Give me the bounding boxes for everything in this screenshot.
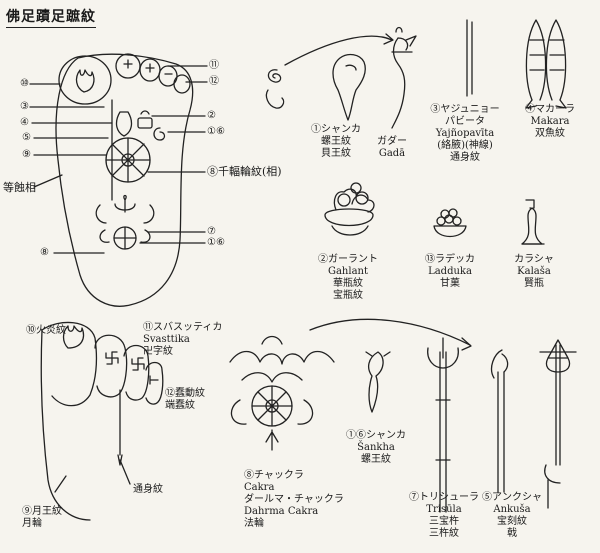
toes-closeup — [40, 321, 164, 521]
marker-9: ⑨ — [22, 149, 31, 160]
label-shankha-1: ①シャンカ 螺王紋 貝王紋 — [311, 124, 361, 159]
label-shankha-2: ①⑥シャンカ Šankha 螺王紋 — [346, 430, 406, 465]
label-trishula: ⑦トリシューラ Trisūla 三宝杵 三杵紋 — [409, 492, 479, 539]
marker-12: ⑫ — [209, 76, 219, 87]
marker-1-6-lower: ①⑥ — [207, 237, 225, 248]
label-ladduka: ⑬ラデッカ Ladduka 甘菓 — [425, 254, 475, 289]
marker-4: ④ — [20, 117, 29, 128]
marker-11: ⑪ — [209, 60, 219, 71]
label-yajnopavita: ③ヤジュニョー パビータ Yajñopavīta (絡腋)(神線) 通身紋 — [430, 104, 500, 163]
marker-7: ⑦ — [207, 226, 216, 237]
label-through-body: 通身紋 — [133, 484, 163, 495]
label-flame: ⑩火炎紋 — [26, 325, 66, 336]
label-cakra: ⑧チャックラ Cakra ダールマ・チャックラ Dahrma Cakra 法輪 — [244, 470, 344, 529]
label-makara: ④マカーラ Makara 双魚紋 — [525, 104, 575, 139]
label-flat-sole: 等蝕相 — [3, 181, 36, 194]
marker-1-6: ①⑥ — [207, 126, 225, 137]
dharma-wheel-large — [229, 335, 335, 451]
label-dharma-wheel-main: ⑧千輻輪紋(相) — [207, 165, 282, 178]
marker-10: ⑩ — [20, 78, 29, 89]
label-gahlant: ②ガーラント Gahlant 華瓶紋 宝瓶紋 — [318, 254, 378, 301]
marker-3: ③ — [20, 101, 29, 112]
label-moon-king: ⑨月王紋 月輪 — [22, 506, 62, 529]
page-title: 佛足蹟足蹠紋 — [6, 6, 96, 28]
label-gada: ガダー Gadā — [377, 136, 407, 159]
label-ankusha: ⑤アンクシャ Ankuša 宝刻紋 戟 — [482, 492, 542, 539]
label-nehan: ⑫蠢動紋 端蠢紋 — [165, 388, 205, 411]
marker-5: ⑤ — [22, 132, 31, 143]
marker-2: ② — [207, 110, 216, 121]
buddha-footprint — [29, 53, 208, 307]
marker-8: ⑧ — [40, 247, 49, 258]
label-kalasha: カラシャ Kalaša 賢瓶 — [514, 254, 554, 289]
label-svastika: ⑪スバスッティカ Svasttika 卍字紋 — [143, 322, 223, 357]
